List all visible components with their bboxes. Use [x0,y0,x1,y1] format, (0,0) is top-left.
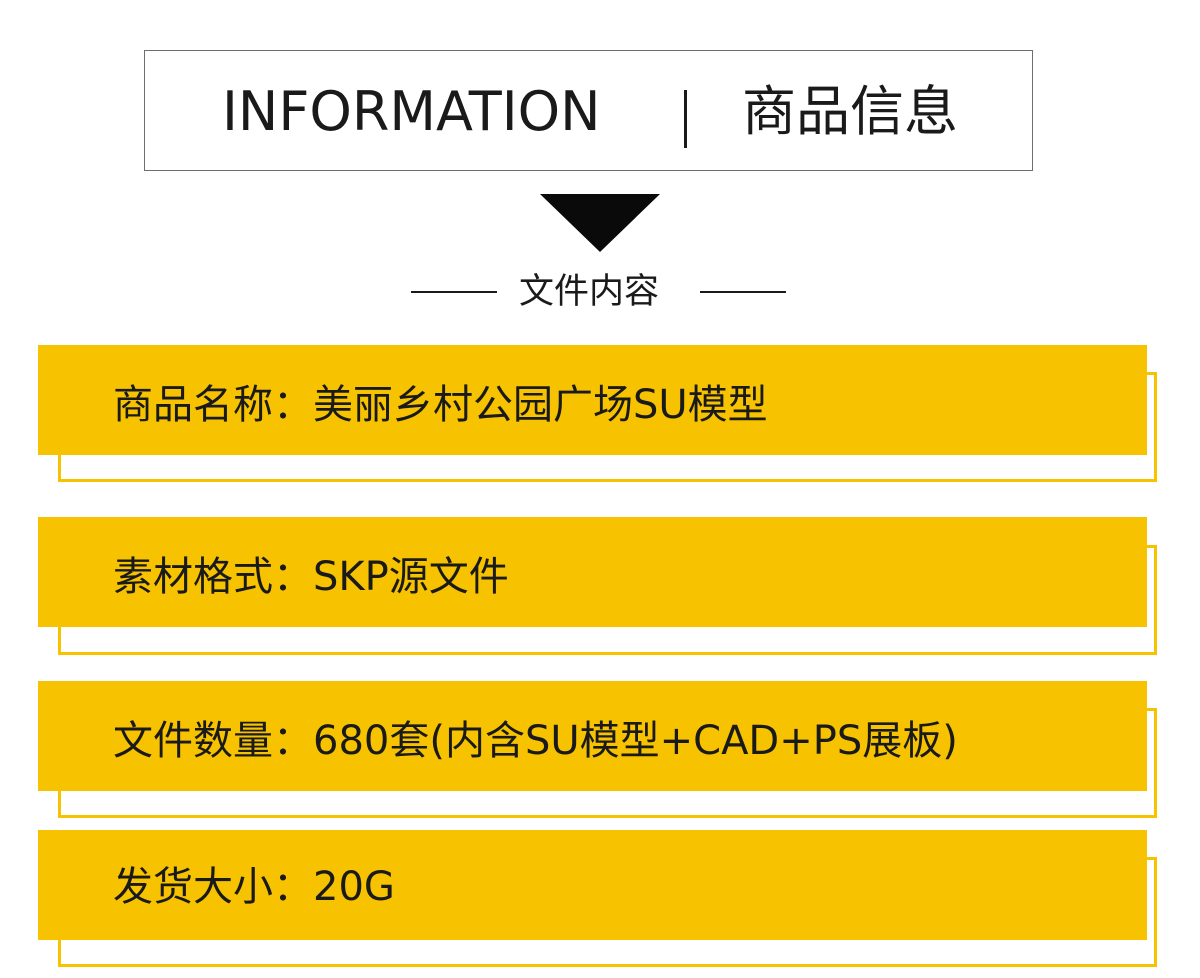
info-row-text: 素材格式：SKP源文件 [113,554,509,600]
info-row-name [38,345,1147,455]
info-row-size [38,830,1147,940]
info-row-count [38,681,1147,791]
info-row-text: 商品名称：美丽乡村公园广场SU模型 [113,382,768,428]
info-row-format [38,517,1147,627]
subheader-line-left [411,291,497,293]
info-row-text: 文件数量：680套(内含SU模型+CAD+PS展板) [113,718,958,764]
subheader-label: 文件内容 [519,272,660,312]
header-title-en: INFORMATION [222,80,601,143]
down-triangle-icon [540,194,660,252]
header-separator [684,90,687,148]
header-title-cn: 商品信息 [742,80,958,143]
info-row-text: 发货大小：20G [113,864,395,910]
header-box [144,50,1033,171]
subheader-line-right [700,291,786,293]
